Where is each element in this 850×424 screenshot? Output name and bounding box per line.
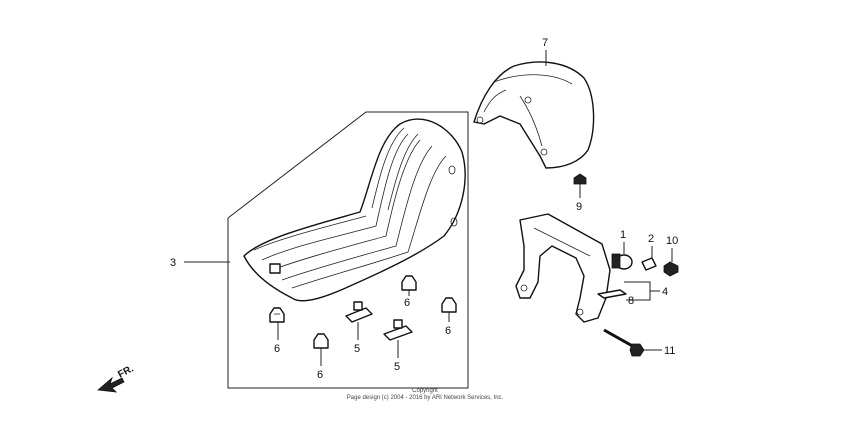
callout-6-lower: 6 [317,369,323,381]
clip-5-left[interactable] [345,301,373,323]
bolt-9[interactable] [573,173,587,194]
callout-4: 4 [662,286,668,298]
collar-2[interactable] [641,257,657,271]
callout-labels: 3 6 6 6 6 5 5 7 9 1 2 10 4 8 11 [170,37,678,381]
clip-5-right[interactable] [383,319,413,341]
seat[interactable] [243,118,466,302]
callout-7: 7 [542,37,548,49]
callout-8: 8 [628,295,634,307]
grommet-1[interactable] [611,253,633,270]
callout-6-center: 6 [404,297,410,309]
leader-lines [184,50,673,366]
front-arrow-icon [97,376,125,393]
callout-2: 2 [648,233,654,245]
callout-9: 9 [576,201,582,213]
callout-1: 1 [620,229,626,241]
nut-10[interactable] [663,261,679,277]
rear-cover[interactable] [473,61,595,169]
copyright-line-2: Page design (c) 2004 - 2016 by ARI Netwo… [346,395,504,401]
callout-10: 10 [666,235,678,247]
rubber-8[interactable] [597,289,627,299]
nut-6-right[interactable] [441,297,457,313]
callout-6-left: 6 [274,343,280,355]
bolt-11[interactable] [603,328,645,357]
nut-6-lower[interactable] [313,333,329,349]
nut-6-left[interactable] [269,307,285,323]
copyright-line-1: Copyright [412,388,438,394]
seat-group-frame [227,111,469,389]
callout-5-right: 5 [394,361,400,373]
bracket[interactable] [515,213,611,323]
callout-11: 11 [664,345,675,357]
direction-label: FR. [116,363,136,380]
callout-3: 3 [170,257,176,269]
callout-6-right: 6 [445,325,451,337]
nut-6-center[interactable] [401,275,417,291]
callout-5-left: 5 [354,343,360,355]
